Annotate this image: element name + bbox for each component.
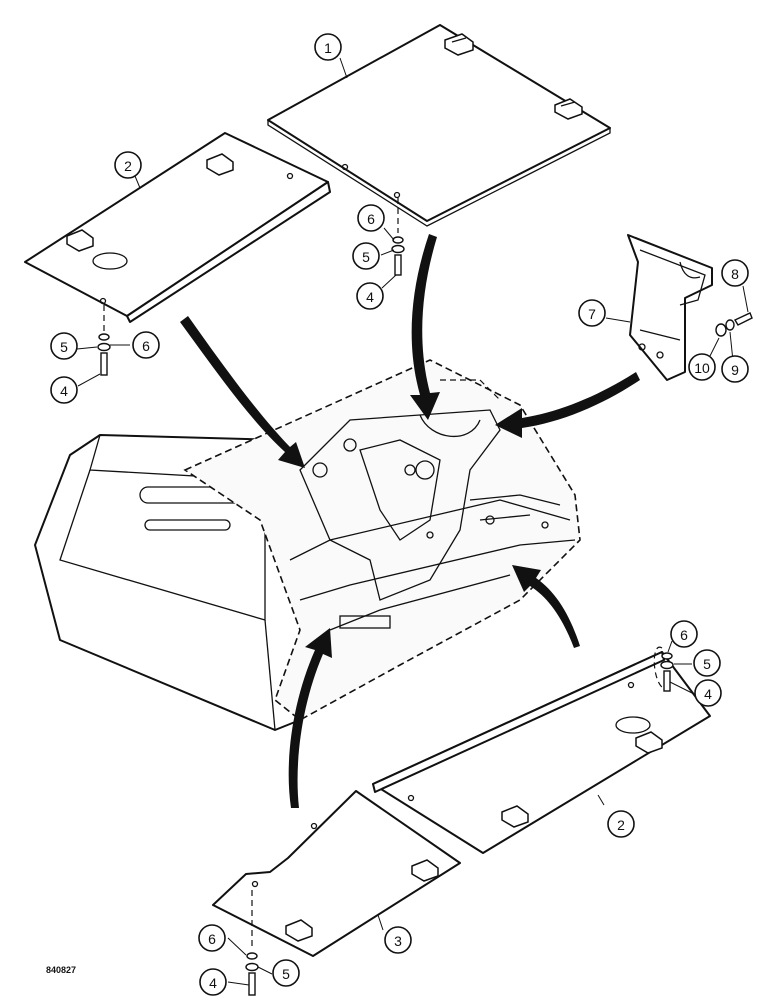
callout-label: 4 — [704, 686, 712, 702]
callout-c4b: 4 — [50, 376, 78, 404]
callout-balloon — [694, 679, 722, 707]
callout-c4d: 4 — [199, 968, 227, 996]
callout-balloon — [198, 924, 226, 952]
callout-label: 7 — [588, 306, 596, 322]
callout-balloon — [384, 926, 412, 954]
bolt-stack-right — [653, 646, 674, 692]
callout-balloon — [50, 332, 78, 360]
callout-c2a: 2 — [114, 151, 142, 179]
callout-c5b: 5 — [50, 332, 78, 360]
callout-balloon — [352, 242, 380, 270]
callout-c6a: 6 — [357, 204, 385, 232]
callout-label: 8 — [731, 266, 739, 282]
side-cover-panel-right — [372, 651, 711, 854]
callout-balloon — [50, 376, 78, 404]
callout-label: 10 — [694, 360, 710, 376]
callout-label: 4 — [60, 383, 68, 399]
figure-reference-number: 840827 — [46, 965, 76, 975]
callout-label: 3 — [394, 933, 402, 949]
callout-c9: 9 — [721, 355, 749, 383]
callout-c6d: 6 — [198, 924, 226, 952]
callout-label: 6 — [142, 338, 150, 354]
bolt-stack-bottom — [245, 890, 259, 996]
hinge-icon — [206, 153, 234, 176]
callout-c8: 8 — [721, 259, 749, 287]
callout-c5d: 5 — [272, 959, 300, 987]
callout-label: 5 — [703, 656, 711, 672]
mounting-bracket — [627, 234, 713, 381]
assembly-arrows — [180, 234, 640, 808]
callout-c5c: 5 — [693, 649, 721, 677]
callout-c1: 1 — [314, 33, 342, 61]
belly-pan-panel — [212, 790, 461, 957]
callout-label: 4 — [209, 975, 217, 991]
hinge-icon — [285, 919, 313, 942]
callout-balloon — [578, 299, 606, 327]
hinge-icon — [635, 731, 663, 754]
callout-label: 1 — [324, 40, 332, 56]
callout-c7: 7 — [578, 299, 606, 327]
callout-balloon — [356, 282, 384, 310]
callout-label: 6 — [680, 627, 688, 643]
hinge-icon — [554, 98, 583, 120]
callout-c6c: 6 — [670, 620, 698, 648]
callout-c6b: 6 — [132, 331, 160, 359]
callout-balloon — [721, 259, 749, 287]
bolt-stack-top-center — [391, 198, 405, 276]
callout-balloon — [132, 331, 160, 359]
callout-label: 9 — [731, 362, 739, 378]
callout-c3: 3 — [384, 926, 412, 954]
callout-balloon — [199, 968, 227, 996]
callout-label: 6 — [208, 931, 216, 947]
hinge-icon — [66, 229, 94, 252]
callout-c10: 10 — [688, 353, 716, 381]
callout-c4c: 4 — [694, 679, 722, 707]
callout-label: 6 — [367, 211, 375, 227]
callout-balloon — [272, 959, 300, 987]
hinge-icon — [444, 33, 474, 56]
callout-balloon — [670, 620, 698, 648]
callout-balloon — [357, 204, 385, 232]
callout-c5a: 5 — [352, 242, 380, 270]
hinge-icon — [501, 805, 529, 828]
callout-c4a: 4 — [356, 282, 384, 310]
bracket-hardware — [715, 312, 753, 337]
callout-label: 4 — [366, 289, 374, 305]
floor-plate-panel — [267, 24, 611, 227]
hinge-icon — [411, 859, 439, 882]
callout-balloon — [607, 810, 635, 838]
callout-balloon — [721, 355, 749, 383]
callout-c2b: 2 — [607, 810, 635, 838]
callout-label: 2 — [617, 817, 625, 833]
callout-label: 2 — [124, 158, 132, 174]
side-cover-panel-left — [24, 132, 331, 323]
callout-balloon — [688, 353, 716, 381]
callout-label: 5 — [60, 339, 68, 355]
bolt-stack-top-left — [97, 305, 111, 376]
callout-balloon — [114, 151, 142, 179]
callout-balloon — [693, 649, 721, 677]
callout-label: 5 — [282, 966, 290, 982]
callout-label: 5 — [362, 249, 370, 265]
callout-balloon — [314, 33, 342, 61]
